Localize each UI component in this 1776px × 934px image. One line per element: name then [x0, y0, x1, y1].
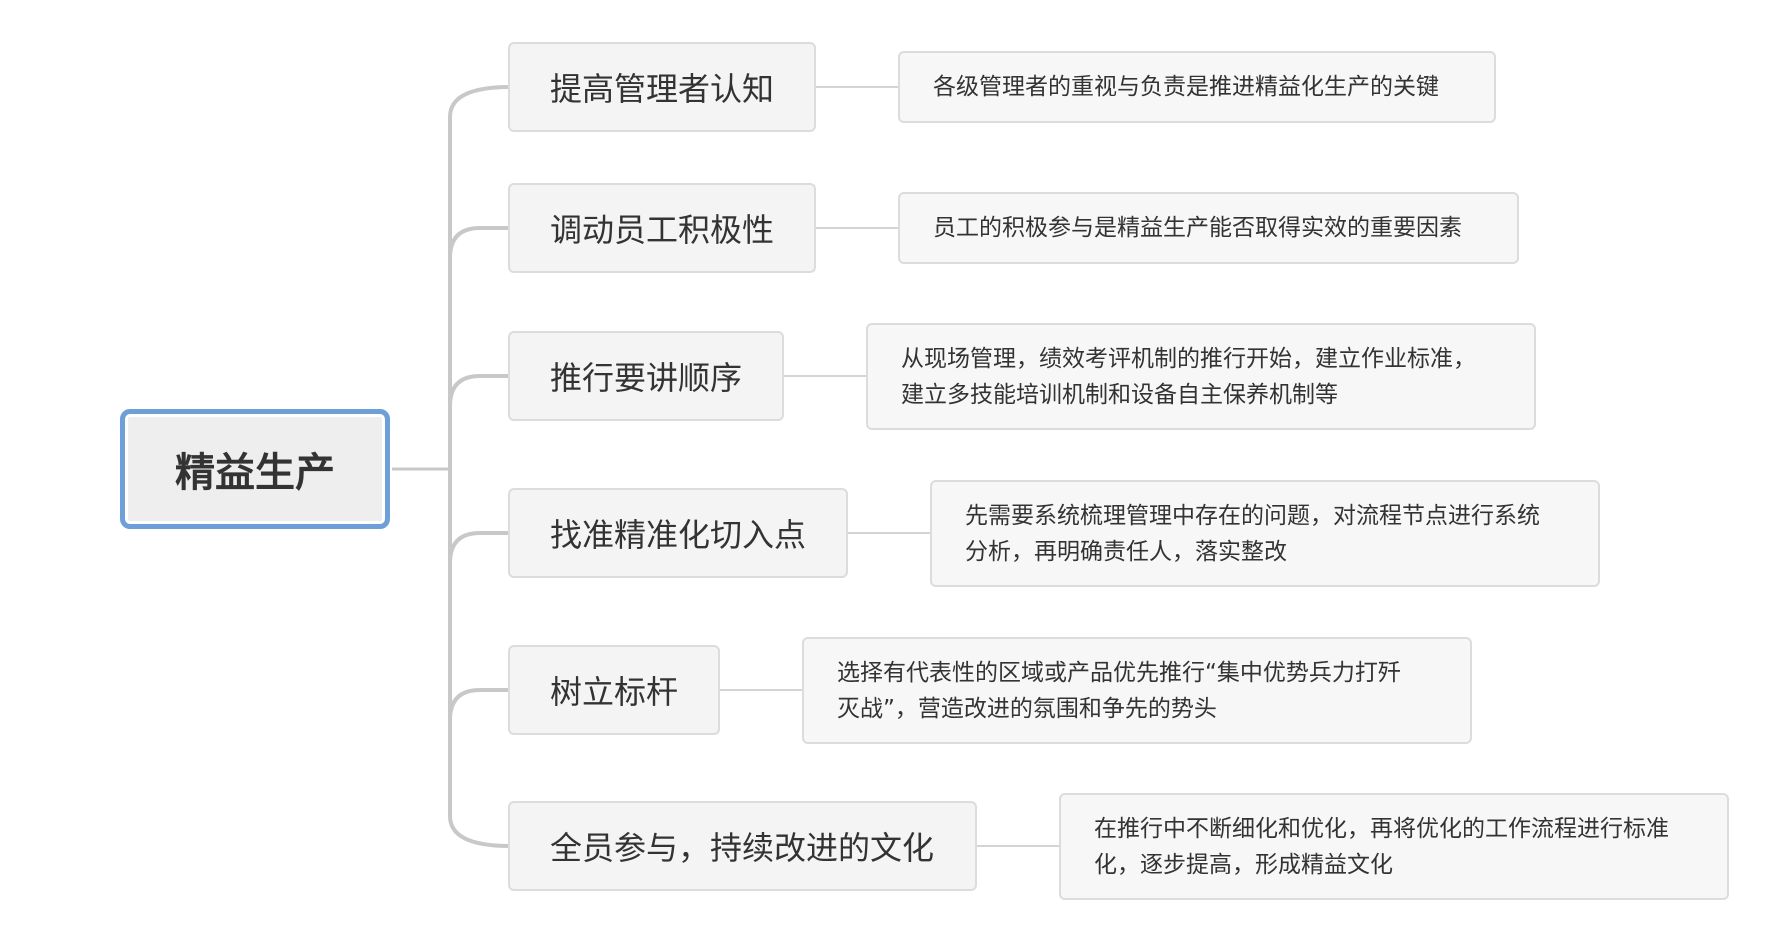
branch-node-continuous-improvement[interactable]: 全员参与，持续改进的文化: [508, 801, 977, 891]
branch-node-benchmark[interactable]: 树立标杆: [508, 645, 720, 735]
branch-node-management-awareness[interactable]: 提高管理者认知: [508, 42, 816, 132]
trunk-connector: [448, 85, 511, 848]
note-text: 各级管理者的重视与负责是推进精益化生产的关键: [933, 74, 1439, 100]
note-text: 从现场管理，绩效考评机制的推行开始，建立作业标准， 建立多技能培训机制和设备自主…: [901, 345, 1476, 408]
branch-label: 提高管理者认知: [550, 70, 775, 108]
branch-node-employee-motivation[interactable]: 调动员工积极性: [508, 183, 816, 273]
note-node-rollout-order[interactable]: 从现场管理，绩效考评机制的推行开始，建立作业标准， 建立多技能培训机制和设备自主…: [866, 323, 1536, 430]
note-text: 员工的积极参与是精益生产能否取得实效的重要因素: [933, 215, 1462, 241]
branch-label: 推行要讲顺序: [550, 359, 743, 397]
note-node-continuous-improvement[interactable]: 在推行中不断细化和优化，再将优化的工作流程进行标准 化，逐步提高，形成精益文化: [1059, 793, 1729, 900]
branch-connector: [448, 688, 510, 721]
branch-label: 调动员工积极性: [550, 211, 775, 249]
branch-label: 全员参与，持续改进的文化: [550, 829, 935, 867]
note-text: 在推行中不断细化和优化，再将优化的工作流程进行标准 化，逐步提高，形成精益文化: [1094, 815, 1669, 878]
note-text: 先需要系统梳理管理中存在的问题，对流程节点进行系统 分析，再明确责任人，落实整改: [965, 502, 1540, 565]
note-node-employee-motivation[interactable]: 员工的积极参与是精益生产能否取得实效的重要因素: [898, 192, 1519, 264]
root-label: 精益生产: [175, 450, 335, 496]
root-node[interactable]: 精益生产: [120, 409, 390, 529]
note-text: 选择有代表性的区域或产品优先推行“集中优势兵力打歼 灭战”，营造改进的氛围和争先…: [837, 659, 1401, 722]
branch-node-entry-point[interactable]: 找准精准化切入点: [508, 488, 848, 578]
branch-label: 找准精准化切入点: [550, 516, 807, 554]
note-node-management-awareness[interactable]: 各级管理者的重视与负责是推进精益化生产的关键: [898, 51, 1496, 123]
note-node-entry-point[interactable]: 先需要系统梳理管理中存在的问题，对流程节点进行系统 分析，再明确责任人，落实整改: [930, 480, 1600, 587]
branch-connector: [448, 374, 510, 407]
note-node-benchmark[interactable]: 选择有代表性的区域或产品优先推行“集中优势兵力打歼 灭战”，营造改进的氛围和争先…: [802, 637, 1472, 744]
branch-connector: [448, 226, 510, 259]
branch-connector: [448, 531, 510, 564]
branch-label: 树立标杆: [550, 673, 679, 711]
branch-node-rollout-order[interactable]: 推行要讲顺序: [508, 331, 784, 421]
